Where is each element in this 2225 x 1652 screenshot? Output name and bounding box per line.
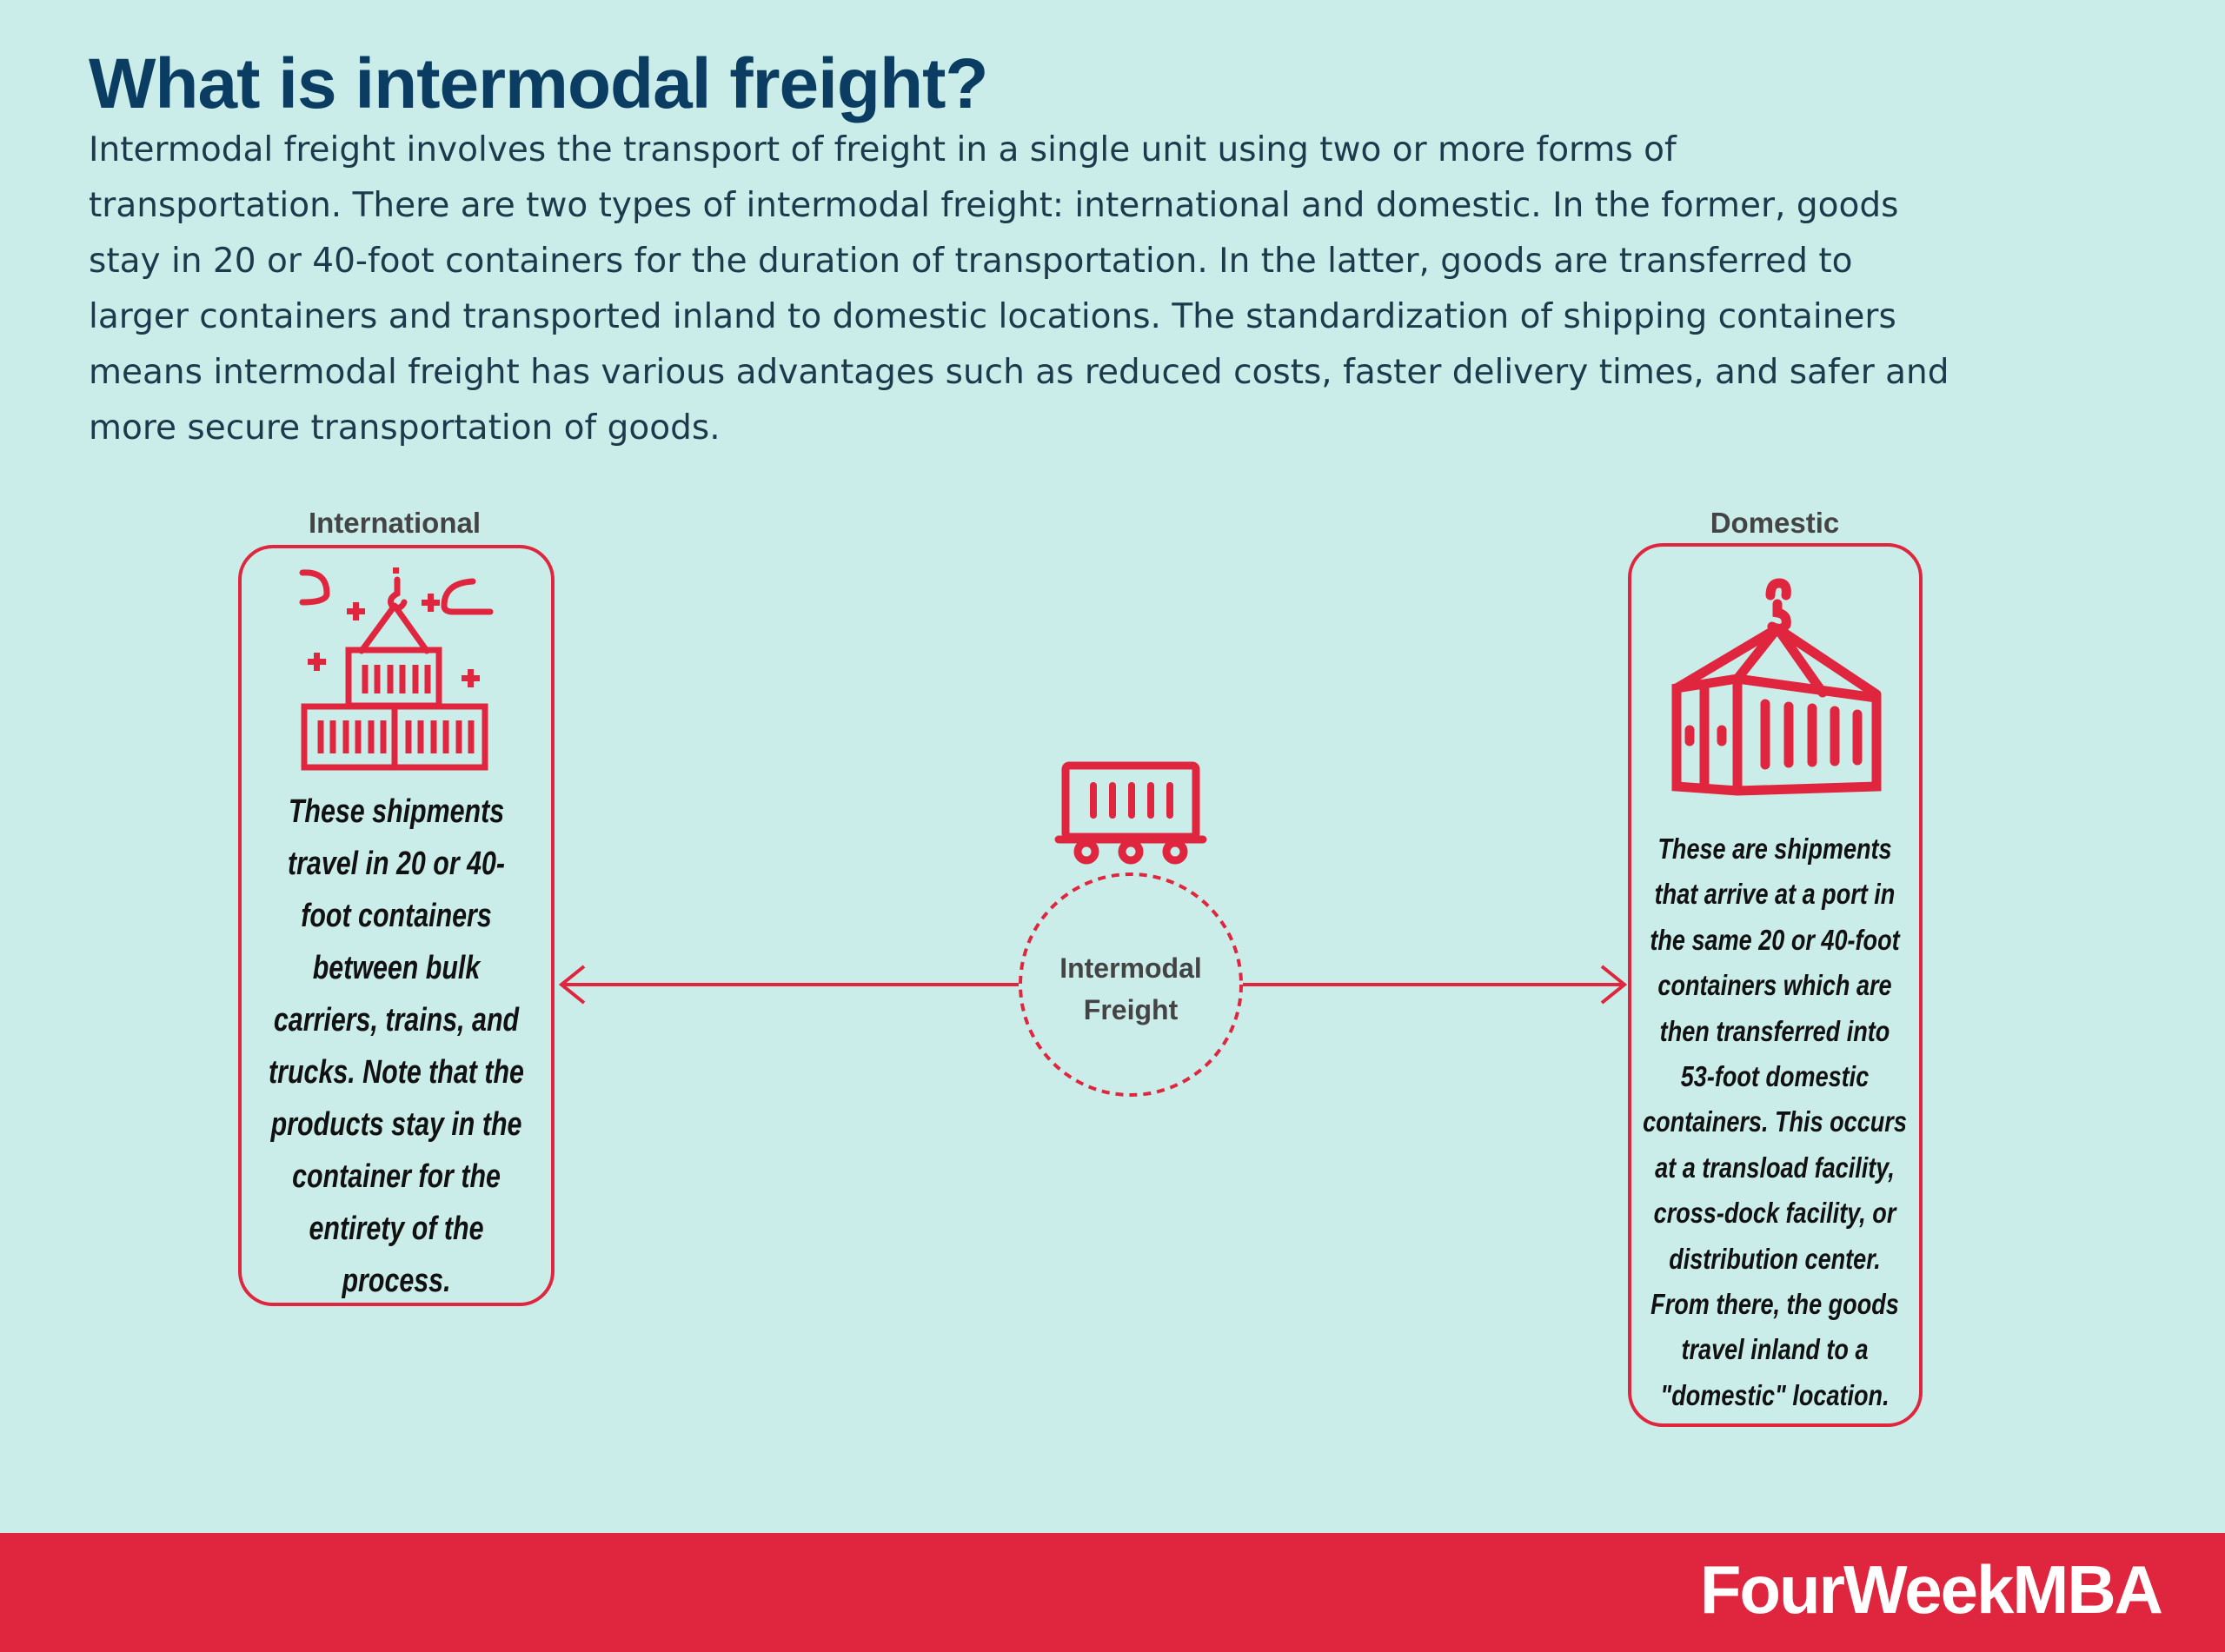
desc-line: 53-foot domestic [1680,1060,1870,1093]
desc-line: process. [342,1263,451,1299]
desc-line: that arrive at a port in [1654,878,1896,911]
intro-line: Intermodal freight involves the transpor… [89,130,1677,169]
intro-line: transportation. There are two types of i… [89,186,1899,225]
desc-line: between bulk [312,950,481,986]
desc-line: at a transload facility, [1655,1151,1895,1184]
page-title: What is intermodal freight? [89,44,988,123]
intermodal-freight-circle [1019,872,1243,1097]
desc-line: then transferred into [1659,1014,1890,1047]
desc-line: container for the [292,1158,501,1195]
brand-logo: FourWeekMBA [1699,1551,2163,1628]
desc-line: containers. This occurs [1643,1105,1907,1138]
desc-line: trucks. Note that the [269,1054,524,1091]
stacked-containers-crane-icon [299,567,494,771]
hanging-container-icon [1671,578,1882,796]
desc-line: These are shipments [1657,833,1892,865]
intro-paragraph: Intermodal freight involves the transpor… [89,123,2157,456]
desc-line: foot containers [301,898,492,934]
footer-bar: FourWeekMBA [0,1533,2225,1652]
desc-line: "domestic" location. [1660,1378,1890,1411]
international-box [238,545,555,1306]
desc-line: These shipments [288,793,505,830]
international-label: International [308,507,482,539]
desc-line: distribution center. [1669,1242,1881,1275]
domestic-box [1628,543,1923,1427]
intro-line: stay in 20 or 40-foot containers for the… [89,242,1853,281]
desc-line: carriers, trains, and [273,1002,520,1038]
desc-line: the same 20 or 40-foot [1650,923,1900,956]
freight-railcar-icon [1054,761,1207,865]
desc-line: containers which are [1657,969,1892,1002]
intermodal-freight-label: Intermodal Freight [1000,947,1261,1031]
domestic-description: These are shipments that arrive at a por… [1636,826,1914,1418]
center-line: Freight [1083,994,1179,1025]
domestic-label: Domestic [1710,507,1840,539]
desc-line: travel inland to a [1681,1333,1869,1366]
desc-line: cross-dock facility, or [1653,1197,1896,1230]
international-description: These shipments travel in 20 or 40- foot… [243,786,549,1307]
intro-line: more secure transportation of goods. [89,408,721,448]
arrowhead-right-icon [1600,965,1628,1005]
arrowhead-left-icon [558,965,586,1005]
intro-line: larger containers and transported inland… [89,297,1896,336]
intro-line: means intermodal freight has various adv… [89,353,1949,392]
desc-line: products stay in the [270,1106,522,1143]
desc-line: travel in 20 or 40- [287,846,506,882]
desc-line: From there, the goods [1650,1288,1899,1321]
center-line: Intermodal [1059,952,1202,984]
desc-line: entirety of the [309,1211,484,1247]
